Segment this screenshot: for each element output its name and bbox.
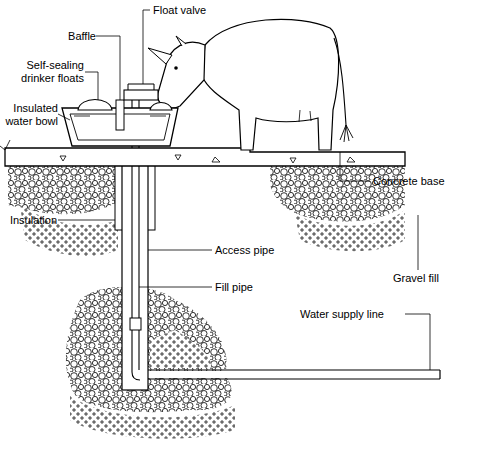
soil-hatch bbox=[150, 330, 211, 368]
pipe-coupling bbox=[130, 318, 141, 330]
cow-head bbox=[158, 42, 205, 108]
cow-eye bbox=[174, 66, 178, 70]
callout-label: Gravel fill bbox=[393, 272, 463, 285]
soil-hatch bbox=[295, 210, 405, 251]
leader-lines bbox=[58, 10, 430, 370]
baffle bbox=[116, 100, 124, 130]
supply-pipe-fill bbox=[141, 371, 439, 378]
soil-hatch bbox=[20, 205, 118, 256]
drinker-float bbox=[78, 100, 112, 111]
gravel-fill bbox=[66, 287, 232, 412]
callout-label: Access pipe bbox=[215, 244, 295, 257]
break-line bbox=[0, 140, 10, 150]
soil-hatch bbox=[70, 395, 235, 439]
cow-ear bbox=[148, 36, 186, 64]
gravel-fill bbox=[8, 166, 120, 214]
concrete-aggregate bbox=[60, 155, 355, 163]
callout-label: Fill pipe bbox=[215, 281, 285, 294]
drinker-float bbox=[150, 103, 172, 111]
valve-cap bbox=[128, 84, 154, 90]
tail-tuft bbox=[340, 125, 353, 142]
cow-body bbox=[202, 19, 339, 150]
gravel-fill bbox=[270, 166, 405, 222]
callout-label: Insulated water bowl bbox=[2, 102, 58, 128]
cow-udder bbox=[299, 110, 311, 122]
callout-label: Insulation bbox=[2, 214, 57, 227]
concrete-base bbox=[5, 148, 405, 166]
callout-label: Self-sealing drinker floats bbox=[8, 59, 84, 85]
callout-label: Float valve bbox=[153, 4, 233, 17]
supply-pipe bbox=[140, 370, 440, 379]
callout-label: Water supply line bbox=[300, 308, 404, 321]
cow-tail bbox=[334, 38, 346, 125]
callout-label: Baffle bbox=[60, 30, 96, 43]
callout-label: Concrete base bbox=[373, 175, 463, 188]
float-valve bbox=[124, 90, 158, 100]
access-pipe bbox=[122, 150, 148, 390]
